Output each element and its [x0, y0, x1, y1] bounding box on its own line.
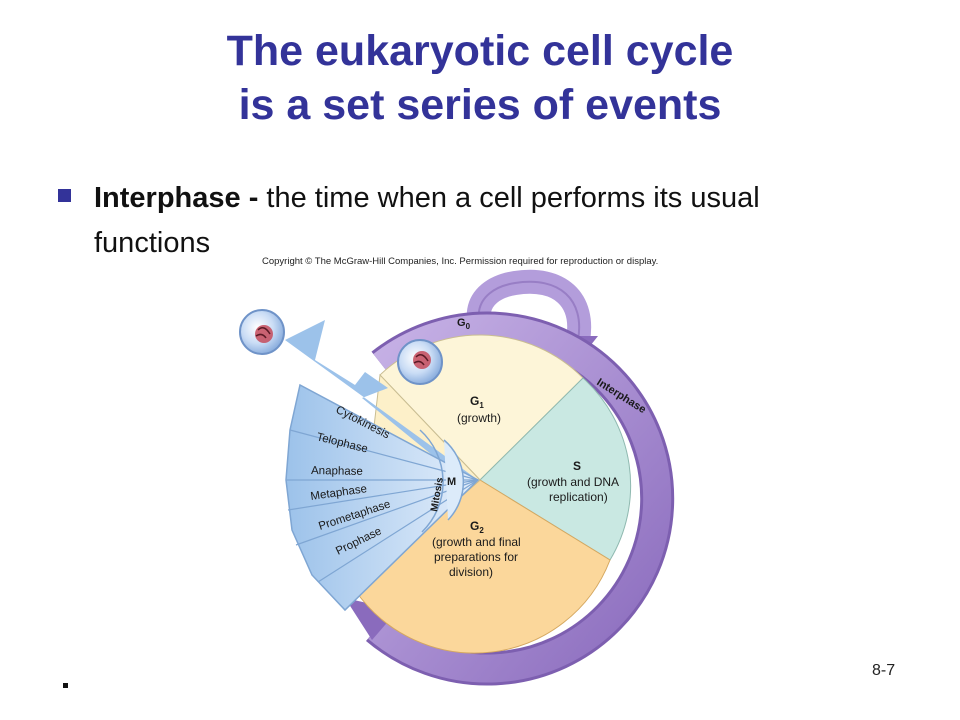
daughter-cell-icon: [239, 309, 285, 355]
bullet-description: the time when a cell performs its usual …: [94, 182, 760, 259]
bullet-item: Interphase - the time when a cell perfor…: [58, 176, 878, 266]
s-description-line-2: replication): [549, 490, 608, 504]
s-description-line-1: (growth and DNA: [527, 475, 619, 489]
g0-label: G0: [457, 317, 471, 331]
s-label: S: [573, 459, 581, 473]
g2-description-line-3: division): [449, 565, 493, 579]
m-label: M: [447, 476, 456, 488]
g1-label: G1: [470, 394, 484, 410]
slide-title: The eukaryotic cell cycle is a set serie…: [0, 24, 960, 132]
g2-sector: [354, 479, 611, 654]
bullet-text: Interphase - the time when a cell perfor…: [94, 176, 878, 266]
mitosis-fan: [285, 320, 480, 612]
bullet-term: Interphase -: [94, 182, 259, 214]
daughter-cell-icon: [397, 339, 443, 385]
g2-description-line-1: (growth and final: [432, 535, 521, 549]
bullet-dot: [63, 683, 68, 688]
g2-label: G2: [470, 519, 484, 535]
phase-label-anaphase: Anaphase: [311, 465, 363, 478]
title-line-2: is a set series of events: [238, 81, 722, 129]
copyright-notice: Copyright © The McGraw-Hill Companies, I…: [262, 256, 659, 267]
title-line-1: The eukaryotic cell cycle: [226, 27, 734, 75]
slide-number: 8-7: [872, 662, 896, 679]
square-bullet-icon: [58, 189, 71, 202]
g2-description-line-2: preparations for: [434, 550, 518, 564]
g1-description: (growth): [457, 411, 501, 425]
daughter-cells: [239, 309, 443, 385]
s-sector: [479, 377, 632, 561]
